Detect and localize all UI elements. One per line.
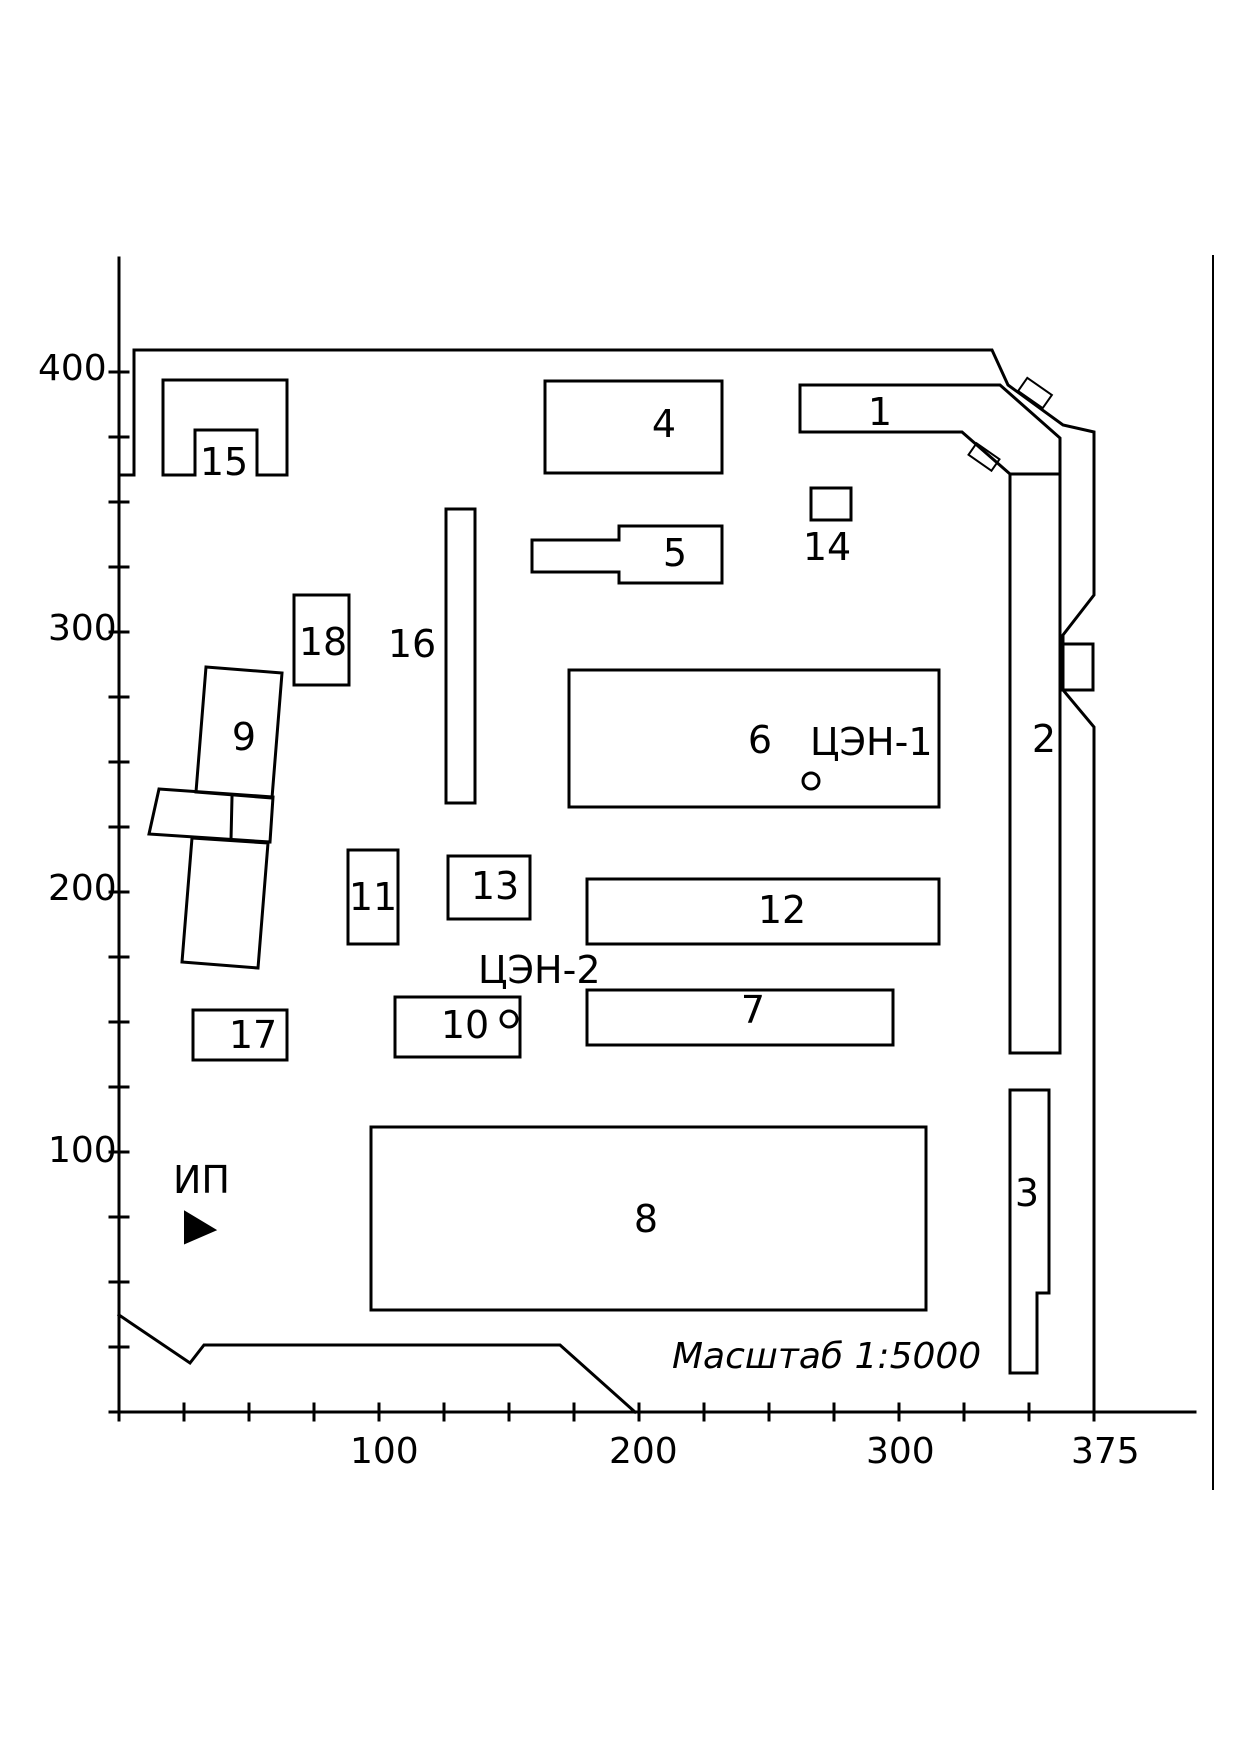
building-label-16: 16	[388, 622, 436, 666]
building-label-7: 7	[741, 988, 765, 1032]
building-9-divider	[229, 795, 234, 842]
building-11	[346, 848, 400, 946]
building-7	[585, 988, 895, 1047]
building-12	[585, 877, 941, 946]
building-label-15: 15	[200, 440, 248, 484]
y-tick-label-100: 100	[48, 1130, 117, 1171]
building-14	[809, 486, 853, 522]
x-axis-ticks	[117, 1402, 1096, 1422]
building-2	[1008, 472, 1062, 1055]
site-boundary	[117, 348, 1096, 1414]
ip-marker-icon	[184, 1210, 218, 1245]
x-tick-label-200: 200	[609, 1431, 678, 1472]
x-tick-label-100: 100	[350, 1431, 419, 1472]
building-label-13: 13	[471, 864, 519, 908]
building-label-5: 5	[663, 531, 687, 575]
building-17	[191, 1008, 289, 1062]
building-9-lower	[180, 836, 270, 970]
building-label-6: 6	[748, 718, 772, 762]
building-label-18: 18	[299, 620, 347, 664]
building-label-4: 4	[652, 402, 676, 446]
building-label-2: 2	[1032, 717, 1056, 761]
building-label-17: 17	[229, 1013, 277, 1057]
building-label-8: 8	[634, 1197, 658, 1241]
cen-2-marker	[499, 1009, 519, 1029]
building-16	[444, 507, 477, 805]
y-tick-label-200: 200	[48, 868, 117, 909]
building-6	[567, 668, 941, 809]
building-5	[530, 524, 724, 585]
building-10	[393, 995, 522, 1059]
building-label-11: 11	[349, 875, 397, 919]
building-3	[1008, 1088, 1051, 1375]
building-4	[543, 379, 724, 475]
cen-2-label: ЦЭН-2	[478, 948, 601, 992]
building-label-1: 1	[868, 390, 892, 434]
building-label-14: 14	[803, 525, 851, 569]
cen-1-marker	[801, 771, 821, 791]
building-label-10: 10	[441, 1003, 489, 1047]
site-boundary-bottom	[116, 1312, 638, 1415]
scale-label: Масштаб 1:5000	[672, 1336, 981, 1377]
y-axis-ticks	[108, 370, 130, 1414]
building-1	[798, 383, 1062, 476]
building-15	[161, 378, 289, 477]
x-tick-label-300: 300	[866, 1431, 935, 1472]
building-label-12: 12	[758, 888, 806, 932]
building-8	[369, 1125, 928, 1312]
y-tick-label-400: 400	[38, 348, 107, 389]
y-tick-label-300: 300	[48, 608, 117, 649]
cen-1-label: ЦЭН-1	[810, 720, 933, 764]
building-1-annex-b	[967, 441, 1001, 473]
building-2-annex	[1061, 642, 1095, 692]
ip-label: ИП	[173, 1158, 230, 1202]
building-13	[446, 854, 532, 921]
building-label-9: 9	[232, 715, 256, 759]
x-tick-label-375: 375	[1071, 1431, 1140, 1472]
building-label-3: 3	[1015, 1171, 1039, 1215]
building-1-annex-a	[1016, 376, 1054, 410]
building-18	[292, 593, 351, 687]
building-9-connector	[147, 787, 275, 844]
